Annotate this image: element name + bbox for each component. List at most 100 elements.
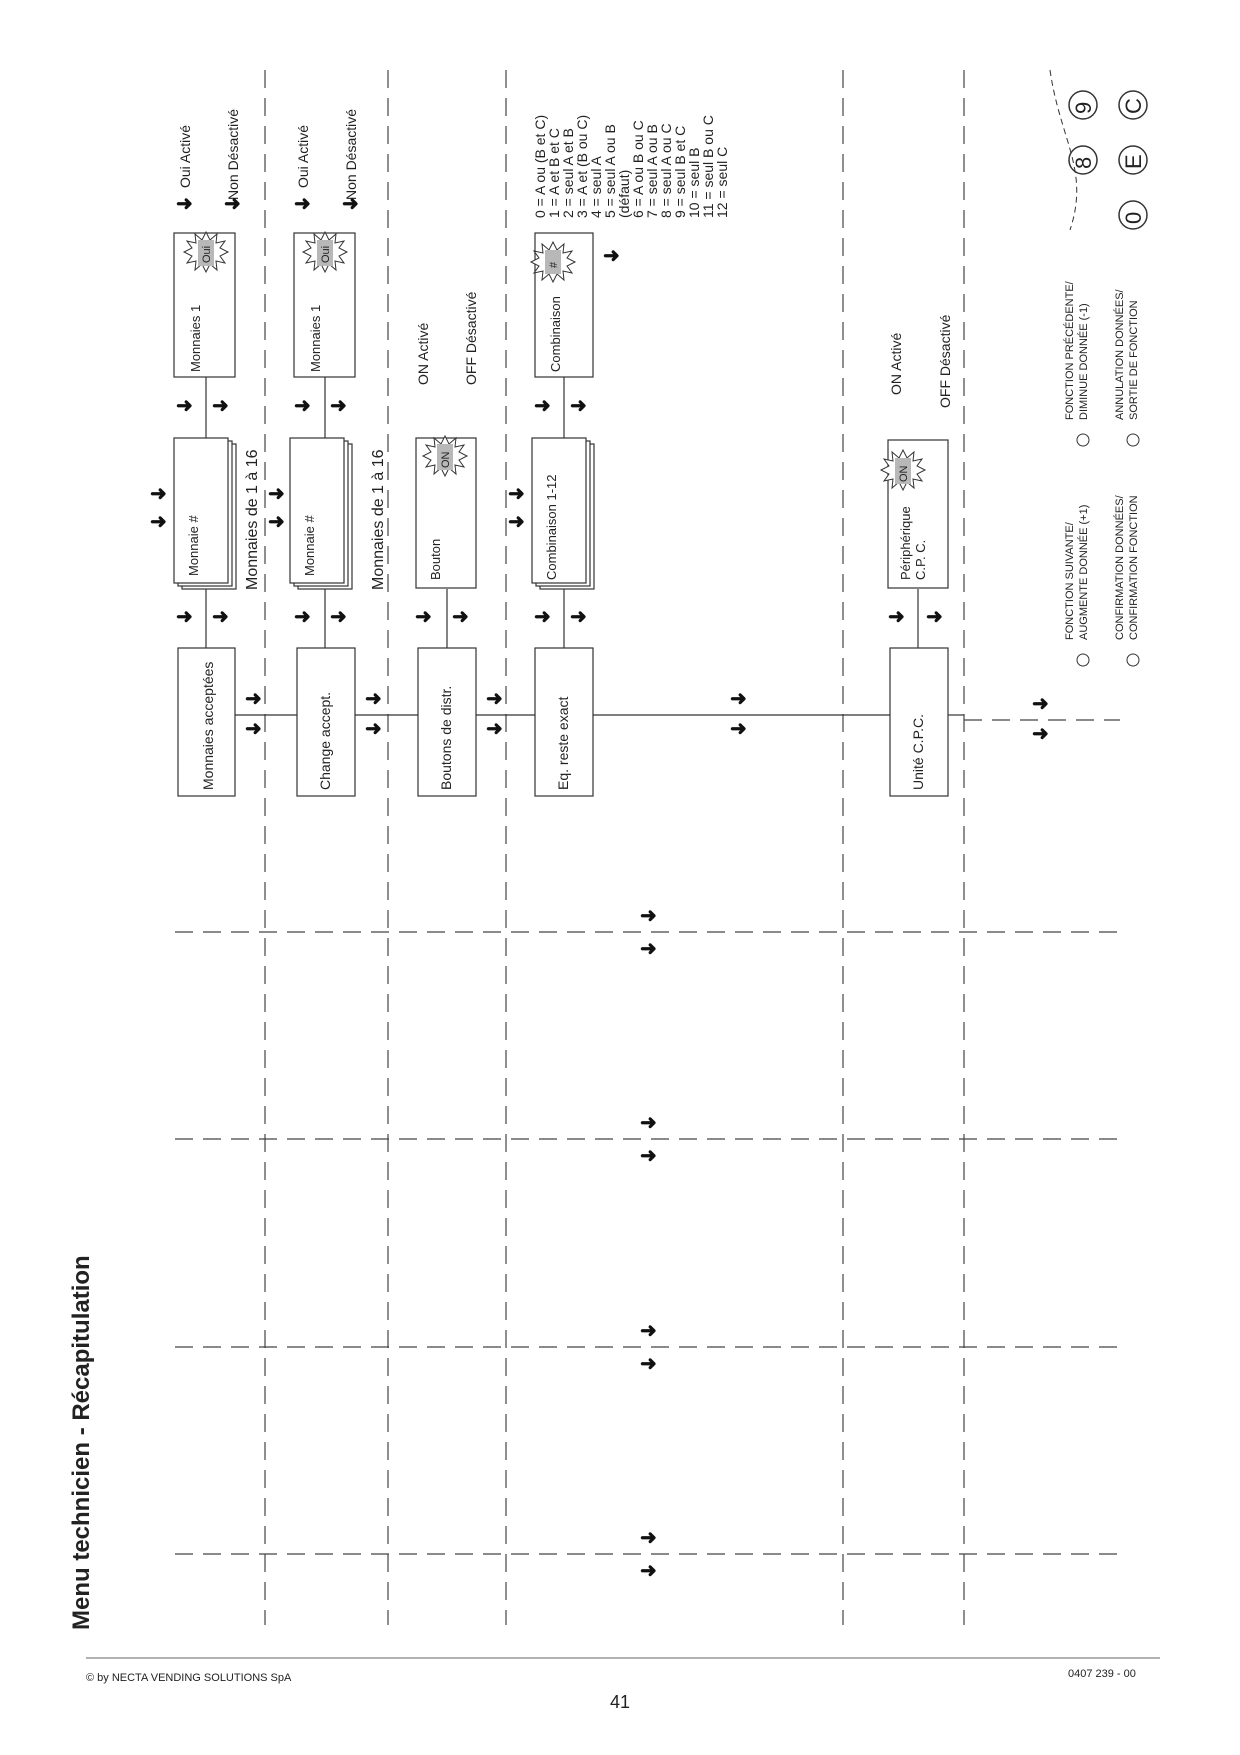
detail-label: Monnaies 1 <box>308 305 323 372</box>
option-on: Oui Activé <box>295 125 311 188</box>
svg-text:9 = seul B et C: 9 = seul B et C <box>672 126 688 218</box>
svg-text:➜: ➜ <box>640 1560 657 1582</box>
svg-text:➜: ➜ <box>486 718 503 740</box>
option-off: Non Désactivé <box>225 109 241 200</box>
key-0-icon[interactable] <box>1118 200 1148 230</box>
svg-text:➜: ➜ <box>212 395 229 417</box>
svg-text:➜: ➜ <box>1032 693 1049 715</box>
main-box-monnaies-acceptees[interactable] <box>177 647 236 797</box>
svg-text:➜: ➜ <box>268 483 285 505</box>
key-c-icon[interactable] <box>1118 90 1148 120</box>
key-8-icon[interactable] <box>1068 145 1098 175</box>
copyright: © by NECTA VENDING SOLUTIONS SpA <box>86 1672 292 1684</box>
svg-text:10 = seul B: 10 = seul B <box>686 148 702 218</box>
option-off: Non Désactivé <box>343 109 359 200</box>
svg-text:6 = A ou B ou C: 6 = A ou B ou C <box>630 120 646 218</box>
option-off: OFF Désactivé <box>937 314 953 408</box>
svg-text:➜: ➜ <box>365 718 382 740</box>
sub-box-combinaison-1-12[interactable] <box>531 437 587 584</box>
svg-text:➜: ➜ <box>176 193 193 215</box>
burst-label: ON <box>898 465 910 482</box>
svg-text:7 = seul A ou B: 7 = seul A ou B <box>644 124 660 218</box>
option-on: Oui Activé <box>177 125 193 188</box>
svg-text:CONFIRMATION DONNÉES/: CONFIRMATION DONNÉES/ <box>1113 494 1126 640</box>
svg-text:➜: ➜ <box>534 395 551 417</box>
svg-text:12 = seul C: 12 = seul C <box>714 147 730 218</box>
svg-text:➜: ➜ <box>415 606 432 628</box>
svg-text:E: E <box>1121 154 1146 169</box>
svg-text:➜: ➜ <box>888 606 905 628</box>
svg-text:11 = seul B ou C: 11 = seul B ou C <box>700 115 716 218</box>
main-box-change-accept[interactable] <box>296 647 356 797</box>
burst-label: # <box>548 261 560 268</box>
svg-text:➜: ➜ <box>730 688 747 710</box>
sub-label: Monnaie # <box>302 515 317 576</box>
sub-label: Monnaie # <box>186 515 201 576</box>
svg-text:➜: ➜ <box>508 483 525 505</box>
svg-text:DIMINUE DONNÉE (-1): DIMINUE DONNÉE (-1) <box>1077 303 1090 420</box>
key-legend: FONCTION SUIVANTE/ AUGMENTE DONNÉE (+1) … <box>1049 69 1148 667</box>
svg-text:➜: ➜ <box>294 193 311 215</box>
svg-text:➜: ➜ <box>150 511 167 533</box>
main-label: Eq. reste exact <box>555 697 571 790</box>
key-9-icon[interactable] <box>1068 90 1098 120</box>
svg-text:➜: ➜ <box>508 511 525 533</box>
svg-text:➜: ➜ <box>640 1112 657 1134</box>
svg-text:FONCTION PRÉCÉDENTE/: FONCTION PRÉCÉDENTE/ <box>1063 280 1076 420</box>
svg-text:5 = seul A ou B: 5 = seul A ou B <box>602 124 618 218</box>
svg-text:3 = A et (B ou C): 3 = A et (B ou C) <box>574 115 590 218</box>
svg-text:AUGMENTE DONNÉE (+1): AUGMENTE DONNÉE (+1) <box>1077 505 1090 640</box>
svg-text:➜: ➜ <box>212 606 229 628</box>
option-on: ON Activé <box>415 323 431 385</box>
svg-text:➜: ➜ <box>730 718 747 740</box>
main-label: Boutons de distr. <box>438 686 454 790</box>
lower-arrows: ➜ ➜ ➜ ➜ ➜ ➜ ➜ ➜ <box>640 905 657 1582</box>
range-label: Monnaies de 1 à 16 <box>370 449 387 590</box>
combination-list: 0 = A ou (B et C) 1 = A et B et C 2 = se… <box>532 115 730 218</box>
detail-label: Monnaies 1 <box>188 305 203 372</box>
svg-text:➜: ➜ <box>640 1320 657 1342</box>
svg-text:➜: ➜ <box>330 606 347 628</box>
sub-box-monnaie[interactable] <box>173 437 229 584</box>
svg-text:➜: ➜ <box>224 193 241 215</box>
svg-text:➜: ➜ <box>365 688 382 710</box>
main-box-boutons-distr[interactable] <box>417 647 477 797</box>
svg-text:CONFIRMATION FONCTION: CONFIRMATION FONCTION <box>1128 495 1140 640</box>
svg-text:➜: ➜ <box>150 483 167 505</box>
main-label: Unité C.P.C. <box>910 714 926 790</box>
svg-text:➜: ➜ <box>603 245 620 267</box>
svg-text:➜: ➜ <box>640 1353 657 1375</box>
svg-text:FONCTION SUIVANTE/: FONCTION SUIVANTE/ <box>1064 521 1076 640</box>
svg-text:➜: ➜ <box>640 1527 657 1549</box>
key-e-icon[interactable] <box>1118 145 1148 175</box>
burst-label: Oui <box>320 246 332 263</box>
row-boutons-distr: Boutons de distr. Bouton ON ON Activé OF… <box>415 291 503 797</box>
svg-text:➜: ➜ <box>176 395 193 417</box>
svg-text:8: 8 <box>1071 157 1096 169</box>
svg-text:➜: ➜ <box>294 395 311 417</box>
doc-code: 0407 239 - 00 <box>1068 1668 1136 1680</box>
svg-text:4 = seul A: 4 = seul A <box>588 155 604 218</box>
svg-text:➜: ➜ <box>452 606 469 628</box>
range-label: Monnaies de 1 à 16 <box>244 449 261 590</box>
row-monnaies-acceptees: Monnaies acceptées Monnaie # Monnaies de… <box>150 109 262 797</box>
grid-lines <box>175 70 1120 1625</box>
svg-text:2 = seul A et B: 2 = seul A et B <box>560 128 576 218</box>
svg-text:➜: ➜ <box>1032 723 1049 745</box>
sub-box-monnaie[interactable] <box>289 437 345 584</box>
svg-text:➜: ➜ <box>640 905 657 927</box>
sub-label-line1: Périphérique <box>898 506 913 580</box>
svg-text:➜: ➜ <box>245 688 262 710</box>
svg-text:0 = A ou (B et C): 0 = A ou (B et C) <box>532 115 548 218</box>
svg-text:0: 0 <box>1121 212 1146 224</box>
option-on: ON Activé <box>888 333 904 395</box>
svg-text:➜: ➜ <box>342 193 359 215</box>
main-box-unite-cpc[interactable] <box>889 647 949 797</box>
svg-text:C: C <box>1121 98 1146 114</box>
page-title: Menu technicien - Récapitulation <box>68 1255 95 1630</box>
svg-text:➜: ➜ <box>486 688 503 710</box>
svg-text:➜: ➜ <box>534 606 551 628</box>
svg-text:➜: ➜ <box>570 395 587 417</box>
sub-label-line2: C.P. C. <box>913 540 928 580</box>
detail-label: Combinaison <box>548 296 563 372</box>
